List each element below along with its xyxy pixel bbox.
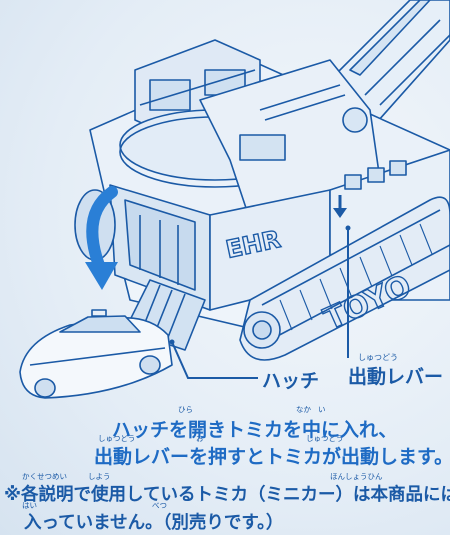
instruction-line-1: ハッチを開きトミカを中に入れ、 xyxy=(112,419,398,441)
ruby-hiraki: ひら xyxy=(178,405,193,414)
hatch-leader-line xyxy=(171,341,258,379)
open-arrow-head-icon xyxy=(85,262,118,290)
open-arrow-icon xyxy=(86,186,118,274)
ruby-shiyou: しよう xyxy=(88,472,111,481)
ruby-hinshouhin: ほんしょうひん xyxy=(330,472,383,481)
ruby-naka: なか xyxy=(296,405,311,414)
ruby-shutsudou-1: しゅつどう xyxy=(98,434,136,443)
ruby-kakusetsumei: かくせつめい xyxy=(22,472,67,481)
ruby-shutsudou-2: しゅつどう xyxy=(306,434,344,443)
note-line-1: ※各説明で使用しているトミカ（ミニカー）は本商品には xyxy=(4,485,450,505)
lever-arrow-icon xyxy=(333,208,347,218)
lever-ruby: しゅつどう xyxy=(358,353,398,362)
hatch-label: ハッチ xyxy=(262,370,320,392)
ruby-hai: はい xyxy=(22,501,37,510)
instruction-line-2: 出動レバーを押すとトミカが出動します。 xyxy=(94,446,450,468)
ruby-i: い xyxy=(318,405,326,414)
toy-car xyxy=(19,309,173,399)
note-line-2: 入っていません。（別売りです。） xyxy=(24,513,284,533)
lever-label: 出動レバー xyxy=(348,366,444,388)
crawler-track xyxy=(239,196,450,361)
ruby-o: お xyxy=(196,434,204,443)
ruby-betsu: べつ xyxy=(152,501,167,510)
